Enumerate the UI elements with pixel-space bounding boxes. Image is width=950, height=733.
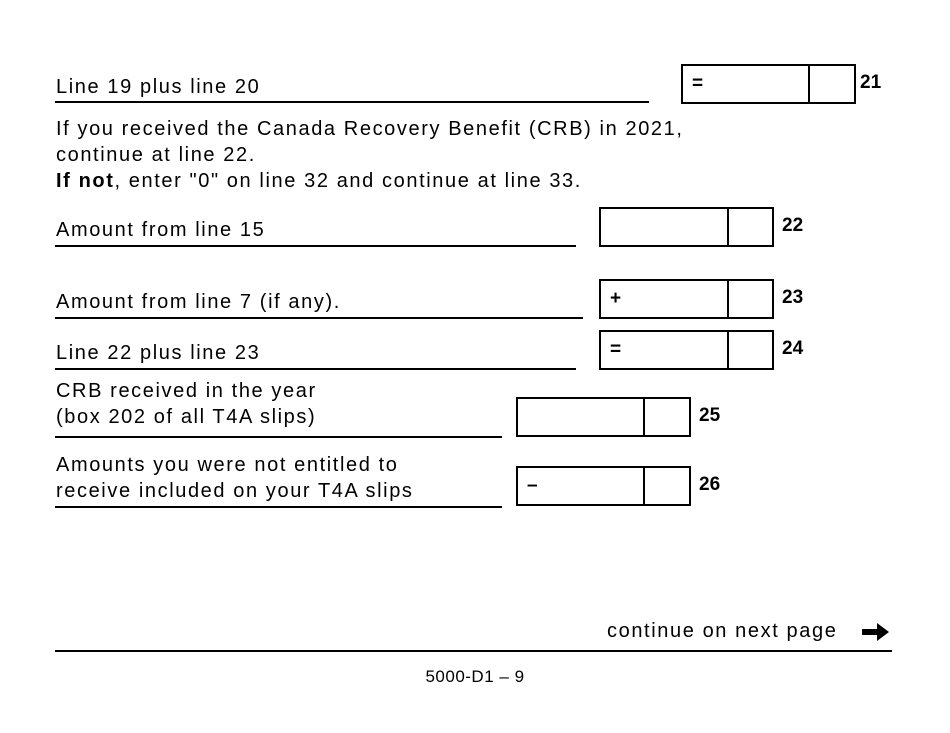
- line-23-label: Amount from line 7 (if any).: [56, 291, 341, 313]
- line-26-rule: [55, 506, 502, 508]
- line-25-cents-field[interactable]: [643, 399, 689, 435]
- instruction-line-3: If not, enter "0" on line 32 and continu…: [56, 168, 684, 194]
- line-26-label-line-2: receive included on your T4A slips: [56, 480, 414, 502]
- line-21-label: Line 19 plus line 20: [56, 76, 261, 98]
- line-25-rule: [55, 436, 502, 438]
- line-21-rule: [55, 101, 649, 103]
- instruction-line-3-rest: , enter "0" on line 32 and continue at l…: [114, 170, 582, 192]
- line-24-amount-field[interactable]: =: [599, 330, 774, 370]
- page-number: 5000-D1 – 9: [425, 667, 525, 686]
- crb-instructions: If you received the Canada Recovery Bene…: [56, 116, 684, 194]
- line-23-rule: [55, 317, 583, 319]
- line-23-cents-field[interactable]: [727, 281, 772, 317]
- plus-sign: +: [610, 288, 622, 309]
- line-22-rule: [55, 245, 576, 247]
- line-25-label-line-1: CRB received in the year: [56, 380, 317, 402]
- line-24-label: Line 22 plus line 23: [56, 342, 261, 364]
- continue-text: continue on next page: [607, 620, 838, 642]
- line-25-label-line-2: (box 202 of all T4A slips): [56, 406, 317, 428]
- line-22-cents-field[interactable]: [727, 209, 772, 245]
- line-23-amount-field[interactable]: +: [599, 279, 774, 319]
- line-21-cents-field[interactable]: [808, 66, 854, 102]
- line-number-23: 23: [782, 287, 804, 308]
- line-26-amount-field[interactable]: –: [516, 466, 691, 506]
- line-21-amount-field[interactable]: =: [681, 64, 856, 104]
- line-24-cents-field[interactable]: [727, 332, 772, 368]
- line-number-24: 24: [782, 338, 804, 359]
- if-not-bold: If not: [56, 170, 115, 192]
- line-number-25: 25: [699, 405, 721, 426]
- line-number-21: 21: [860, 72, 882, 93]
- line-22-amount-field[interactable]: [599, 207, 774, 247]
- equals-sign: =: [692, 73, 704, 94]
- line-22-label: Amount from line 15: [56, 219, 266, 241]
- footer-rule: [55, 650, 892, 652]
- right-arrow-icon: [862, 623, 889, 641]
- line-number-22: 22: [782, 215, 804, 236]
- line-number-26: 26: [699, 474, 721, 495]
- continue-on-next-page: continue on next page: [607, 618, 837, 644]
- minus-sign: –: [527, 475, 538, 496]
- line-26-cents-field[interactable]: [643, 468, 689, 504]
- equals-sign: =: [610, 339, 622, 360]
- instruction-line-1: If you received the Canada Recovery Bene…: [56, 118, 684, 140]
- instruction-line-2: continue at line 22.: [56, 144, 256, 166]
- line-25-amount-field[interactable]: [516, 397, 691, 437]
- line-24-rule: [55, 368, 576, 370]
- line-26-label-line-1: Amounts you were not entitled to: [56, 454, 399, 476]
